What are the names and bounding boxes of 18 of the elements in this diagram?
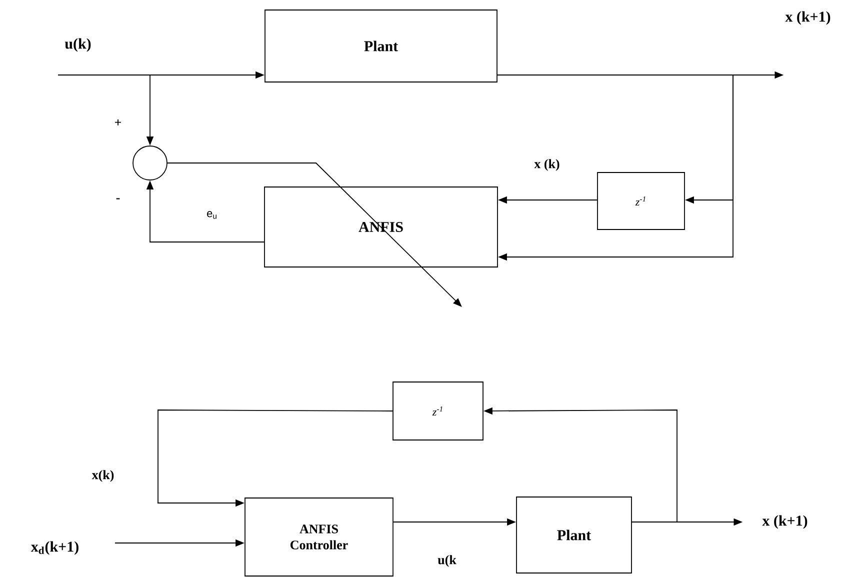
arrow: [167, 162, 462, 307]
block-box: Plant: [516, 496, 632, 574]
sign-label: -: [116, 198, 120, 200]
arrow: [497, 74, 734, 261]
summing-junction: [132, 146, 168, 180]
block-box: ANFIS Controller: [244, 498, 394, 576]
edge-label: x (k): [533, 158, 561, 172]
edge-label: u(k: [436, 554, 458, 568]
edge-label: e$_{u}$: [206, 210, 218, 220]
signal-label: x$_{d}$(k+1): [30, 541, 78, 555]
signal-label: u(k): [64, 38, 91, 52]
signal-label: x (k+1): [785, 11, 830, 25]
block-box: Plant: [264, 10, 498, 82]
signal-label: x (k+1): [762, 515, 808, 529]
block-box: z$^{-1}$: [597, 172, 685, 230]
block-box: z$^{-1}$: [392, 382, 484, 440]
sign-label: +: [115, 119, 122, 126]
edge-label: x(k): [90, 469, 116, 483]
